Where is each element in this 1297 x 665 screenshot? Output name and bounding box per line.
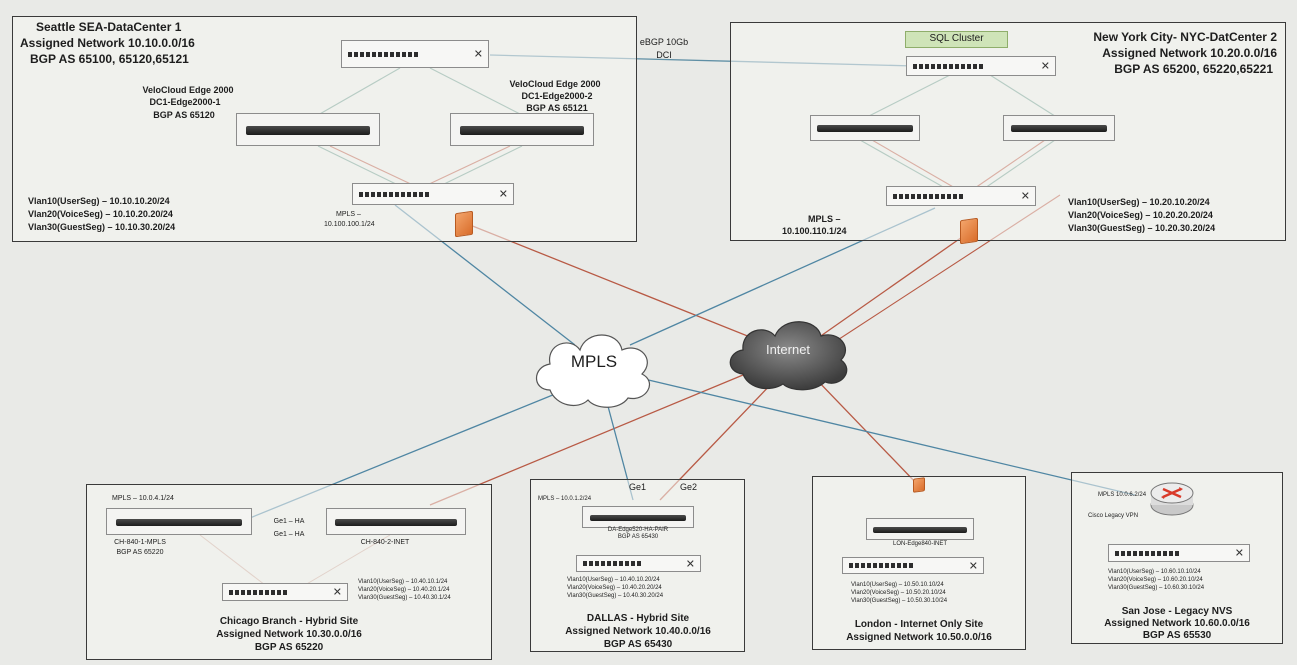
seattle-edge1-bgp: BGP AS 65120: [153, 110, 215, 120]
chicago-bgp: BGP AS 65220: [254, 642, 324, 653]
switch-icon: ✕: [1020, 190, 1030, 203]
nyc-mpls-ip: 10.100.110.1/24: [782, 226, 847, 236]
sql-cluster: SQL Cluster: [905, 31, 1008, 48]
router-icon: [1150, 482, 1194, 516]
seattle-mpls-label: MPLS –: [336, 211, 361, 218]
chicago-edge2-name: CH-840-2-INET: [360, 539, 410, 546]
sanjose-mpls-link: [639, 377, 1136, 496]
dci-link-label: eBGP 10Gb: [639, 37, 689, 47]
sanjose-title: San Jose - Legacy NVS: [1121, 606, 1233, 617]
seattle-edge1-device: [236, 113, 380, 146]
nyc-vlan-1: Vlan10(UserSeg) – 10.20.10.20/24: [1068, 197, 1210, 207]
seattle-bgp: BGP AS 65100, 65120,65121: [30, 52, 189, 66]
switch-icon: ✕: [332, 586, 342, 599]
london-vlan-1: Vlan10(UserSeg) – 10.50.10.10/24: [851, 582, 944, 588]
london-network: Assigned Network 10.50.0.0/16: [846, 632, 992, 643]
seattle-edge1-model: VeloCloud Edge 2000: [142, 85, 234, 95]
dallas-network: Assigned Network 10.40.0.0/16: [565, 626, 711, 637]
switch-icon: ✕: [473, 48, 483, 61]
seattle-vlan-2: Vlan20(VoiceSeg) – 10.10.20.20/24: [28, 209, 173, 219]
london-switch: ✕: [842, 557, 984, 574]
mpls-cloud-icon: [535, 334, 650, 408]
dallas-bgp: BGP AS 65430: [603, 639, 673, 650]
nyc-bgp: BGP AS 65200, 65220,65221: [1114, 62, 1273, 76]
switch-icon: ✕: [1040, 60, 1050, 73]
chicago-vlan-2: Vlan20(VoiceSeg) – 10.40.20.1/24: [358, 587, 450, 593]
london-vlan-3: Vlan30(GuestSeg) – 10.50.30.10/24: [851, 598, 948, 604]
sea-internet-link: [469, 224, 771, 346]
switch-icon: ✕: [685, 558, 695, 570]
nyc-vlan-3: Vlan30(GuestSeg) – 10.20.30.20/24: [1068, 223, 1216, 233]
chicago-middle-2: Ge1 – HA: [273, 531, 305, 538]
dallas-vlan-3: Vlan30(GuestSeg) – 10.40.30.20/24: [567, 593, 664, 599]
sanjose-vlan-3: Vlan30(GuestSeg) – 10.60.30.10/24: [1108, 585, 1205, 591]
chicago-title: Chicago Branch - Hybrid Site: [219, 616, 359, 627]
london-title: London - Internet Only Site: [854, 619, 984, 630]
seattle-edge2-bgp: BGP AS 65121: [526, 103, 588, 113]
chicago-mpls: MPLS – 10.0.4.1/24: [112, 495, 174, 502]
seattle-title: Seattle SEA-DataCenter 1: [36, 20, 182, 34]
seattle-edge2-device: [450, 113, 594, 146]
seattle-core-switch: ✕: [341, 40, 489, 68]
sanjose-router-label: Cisco Legacy VPN: [1088, 513, 1139, 519]
chicago-middle: Ge1 – HA: [273, 518, 305, 525]
sanjose-mpls: MPLS 10.0.6.2/24: [1098, 492, 1147, 498]
nyc-core-switch: ✕: [906, 56, 1056, 76]
sanjose-vlan-2: Vlan20(VoiceSeg) – 10.60.20.10/24: [1108, 577, 1203, 583]
dallas-mpls: MPLS – 10.0.1.2/24: [538, 496, 592, 502]
nyc-firewall-icon: [960, 217, 978, 245]
dallas-edge-name: DA-Edge520-HA-PAIR: [607, 527, 669, 533]
chicago-vlan-3: Vlan30(GuestSeg) – 10.40.30.1/24: [358, 595, 451, 601]
dallas-ge2: Ge2: [680, 482, 698, 492]
london-firewall-icon: [913, 477, 925, 493]
london-edge-device: [866, 518, 974, 540]
london-vlan-2: Vlan20(VoiceSeg) – 10.50.20.10/24: [851, 590, 946, 596]
dci-link-label-2: DCI: [656, 50, 672, 60]
dallas-ge1: Ge1: [629, 482, 647, 492]
nyc-edge1-device: [810, 115, 920, 141]
chicago-vlan-1: Vlan10(UserSeg) – 10.40.10.1/24: [358, 579, 448, 585]
seattle-mpls-ip: 10.100.100.1/24: [324, 221, 375, 228]
seattle-edge1-name: DC1-Edge2000-1: [149, 97, 221, 107]
dallas-vlan-2: Vlan20(VoiceSeg) – 10.40.20.20/24: [567, 585, 662, 591]
sanjose-network: Assigned Network 10.60.0.0/16: [1104, 618, 1250, 629]
chicago-edge2-device: [326, 508, 466, 535]
london-edge-name: LON-Edge840-INET: [892, 541, 948, 547]
seattle-firewall-icon: [455, 210, 473, 238]
seattle-edge2-model: VeloCloud Edge 2000: [509, 79, 601, 89]
internet-cloud-label: Internet: [765, 342, 811, 357]
mpls-cloud-label: MPLS: [570, 352, 618, 371]
switch-icon: ✕: [1234, 547, 1244, 560]
sanjose-switch: ✕: [1108, 544, 1250, 562]
chicago-edge1-name: CH-840-1-MPLS: [114, 539, 166, 546]
chicago-edge1-device: [106, 508, 252, 535]
dallas-vlan-1: Vlan10(UserSeg) – 10.40.10.20/24: [567, 577, 660, 583]
dallas-title: DALLAS - Hybrid Site: [586, 613, 690, 624]
sanjose-vlan-1: Vlan10(UserSeg) – 10.60.10.10/24: [1108, 569, 1201, 575]
dallas-switch: ✕: [576, 555, 701, 572]
nyc-mpls-label: MPLS –: [808, 214, 841, 224]
nyc-access-switch: ✕: [886, 186, 1036, 206]
seattle-edge2-name: DC1-Edge2000-2: [521, 91, 593, 101]
sanjose-bgp: BGP AS 65530: [1142, 630, 1212, 641]
dallas-edge-bgp: BGP AS 65430: [617, 534, 659, 540]
chicago-switch: ✕: [222, 583, 348, 601]
nyc-network: Assigned Network 10.20.0.0/16: [1102, 46, 1277, 60]
internet-cloud-icon: [729, 321, 848, 391]
switch-icon: ✕: [498, 188, 508, 201]
chicago-edge1-bgp: BGP AS 65220: [116, 549, 164, 556]
nyc-internet-link: [814, 234, 966, 341]
seattle-vlan-1: Vlan10(UserSeg) – 10.10.10.20/24: [28, 196, 170, 206]
seattle-vlan-3: Vlan30(GuestSeg) – 10.10.30.20/24: [28, 222, 176, 232]
dallas-edge-device: [582, 506, 694, 528]
nyc-edge2-device: [1003, 115, 1115, 141]
switch-icon: ✕: [968, 560, 978, 572]
chicago-network: Assigned Network 10.30.0.0/16: [216, 629, 362, 640]
seattle-access-switch: ✕: [352, 183, 514, 205]
nyc-vlan-2: Vlan20(VoiceSeg) – 10.20.20.20/24: [1068, 210, 1213, 220]
nyc-title: New York City- NYC-DatCenter 2: [1093, 30, 1277, 44]
seattle-network: Assigned Network 10.10.0.0/16: [20, 36, 195, 50]
